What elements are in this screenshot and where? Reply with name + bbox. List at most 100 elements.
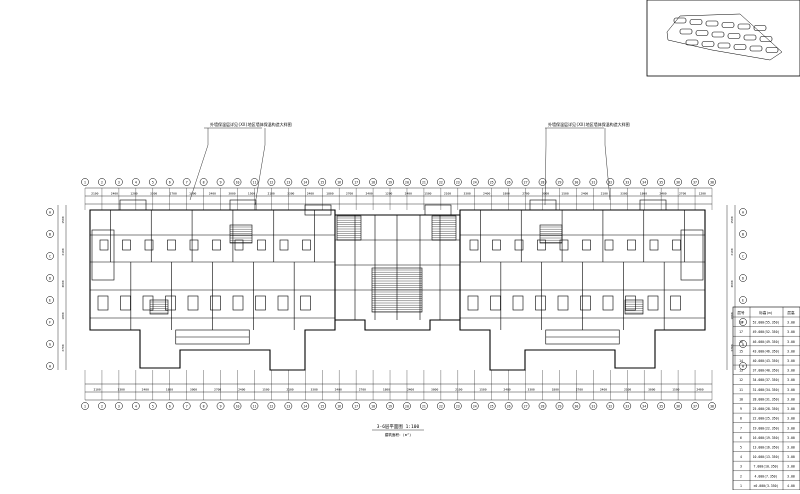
dim-label-left: 1800 — [61, 312, 65, 319]
axis-bubble-top — [657, 178, 666, 186]
stair-hatch — [624, 299, 644, 315]
table-cell-height: 3.00 — [787, 436, 795, 440]
axis-bubble-side-label: H — [742, 364, 744, 368]
table-cell-height: 3.00 — [787, 474, 795, 478]
dim-label-left: 1500 — [61, 216, 65, 223]
annotation-leaders — [189, 127, 611, 206]
axis-bubble-bottom — [352, 402, 360, 410]
dim-label-top: 3300 — [620, 192, 627, 196]
table-cell-floor: 2 — [740, 474, 742, 478]
dim-label-top: 2400 — [483, 192, 490, 196]
dim-label-bottom: 3300 — [118, 388, 125, 392]
axis-bubble-top-label: 31 — [591, 180, 595, 184]
axis-bubble-bottom-label: 25 — [490, 404, 494, 408]
dim-label-left: 2700 — [61, 344, 65, 351]
key-plan-block — [727, 33, 741, 39]
table-cell-floor: 12 — [739, 378, 743, 382]
dim-label-top: 2400 — [209, 192, 216, 196]
axis-bubble-bottom-label: 32 — [608, 404, 612, 408]
axis-bubble-top — [470, 178, 479, 186]
dim-label-left: 2100 — [61, 248, 65, 255]
dim-label-top: 1500 — [248, 192, 255, 196]
table-cell-height: 3.00 — [787, 359, 795, 363]
axis-bubble-top-label: 27 — [524, 180, 528, 184]
axis-bubble-top-label: 24 — [473, 180, 477, 184]
table-cell-elevation: 16.000(19.350) — [753, 436, 780, 440]
axis-bubble-top-label: 2 — [101, 180, 103, 184]
key-plan-block — [737, 23, 751, 30]
axis-bubble-bottom — [267, 402, 276, 410]
axis-bubble-top — [165, 178, 174, 186]
axis-bubble-top-label: 14 — [303, 180, 307, 184]
table-cell-height: 3.00 — [787, 455, 795, 459]
axis-bubble-top — [352, 178, 360, 186]
axis-bubble-bottom — [284, 402, 293, 410]
axis-bubble-top-label: 9 — [220, 180, 222, 184]
table-cell-elevation: 46.000(49.350) — [753, 340, 780, 344]
axis-bubble-top — [98, 178, 106, 186]
axis-bubble-bottom-label: 20 — [405, 404, 409, 408]
table-cell-height: 3.00 — [787, 330, 795, 334]
axis-bubble-side-label: A — [49, 210, 51, 214]
axis-bubble-top — [708, 178, 716, 186]
table-cell-elevation: 28.000(31.350) — [753, 397, 780, 401]
axis-bubble-top — [386, 178, 394, 186]
stair-hatch — [371, 267, 423, 313]
dim-label-top: 3000 — [228, 192, 235, 196]
axis-bubble-bottom — [318, 402, 327, 410]
dim-label-right: 2100 — [730, 248, 734, 255]
axis-bubble-top-label: 7 — [186, 180, 188, 184]
axis-bubble-bottom-label: 33 — [625, 404, 629, 408]
table-cell-elevation: 13.000(16.350) — [753, 445, 780, 449]
axis-bubble-top-label: 32 — [608, 180, 612, 184]
dim-label-top: 3300 — [150, 192, 157, 196]
axis-bubble-bottom — [250, 402, 259, 410]
axis-bubble-bottom — [81, 402, 89, 410]
table-cell-floor: 4 — [740, 455, 742, 459]
axis-bubble-bottom-label: 8 — [203, 404, 205, 408]
plan-title: 3-6层平面图 1:100 — [377, 424, 420, 430]
axis-bubble-side — [739, 362, 747, 370]
axis-bubble-bottom-label: 12 — [269, 404, 273, 408]
axis-bubble-bottom-label: 30 — [575, 404, 579, 408]
axis-bubble-side — [46, 274, 54, 282]
dim-label-top: 2400 — [581, 192, 588, 196]
dim-label-bottom: 1800 — [383, 388, 390, 392]
table-cell-height: 3.00 — [787, 340, 795, 344]
axis-bubble-top — [487, 178, 496, 186]
table-header-elevation: 标高(m) — [759, 310, 773, 315]
axis-bubble-top-label: 23 — [456, 180, 460, 184]
axis-bubble-bottom-label: 6 — [169, 404, 171, 408]
axis-bubble-top-label: 12 — [269, 180, 273, 184]
table-cell-elevation: 22.000(25.350) — [753, 417, 780, 421]
dimension-lines — [57, 187, 736, 401]
axis-bubble-top — [284, 178, 293, 186]
key-plan-block — [749, 45, 763, 52]
dim-label-top: 2400 — [659, 192, 666, 196]
table-cell-floor: 3 — [740, 465, 742, 469]
axis-bubble-bottom — [470, 402, 479, 410]
table-cell-elevation: 52.000(55.350) — [753, 321, 780, 325]
dim-label-bottom: 1800 — [552, 388, 559, 392]
table-cell-elevation: 43.000(46.350) — [753, 349, 780, 353]
axis-bubble-bottom — [589, 402, 598, 410]
dim-label-bottom: 2400 — [503, 388, 510, 392]
axis-bubble-side-label: G — [49, 342, 51, 346]
dim-label-bottom: 1500 — [479, 388, 486, 392]
axis-bubble-top — [81, 178, 89, 186]
axis-bubble-bottom — [165, 402, 174, 410]
dim-label-bottom: 2100 — [93, 388, 100, 392]
axis-bubble-top — [555, 178, 564, 186]
axis-bubble-top — [691, 178, 699, 186]
axis-bubble-top-label: 38 — [710, 180, 714, 184]
table-cell-height: 3.00 — [787, 465, 795, 469]
table-cell-floor: 5 — [740, 445, 742, 449]
axis-bubble-bottom — [623, 402, 632, 410]
axis-bubble-side-label: C — [742, 254, 744, 258]
axis-bubble-top-label: 17 — [354, 180, 358, 184]
axis-bubble-bottom — [504, 402, 513, 410]
interior-walls — [90, 199, 705, 345]
axis-bubble-top — [403, 178, 411, 186]
dim-label-right: 3600 — [730, 280, 734, 287]
axis-bubble-side — [46, 318, 54, 326]
